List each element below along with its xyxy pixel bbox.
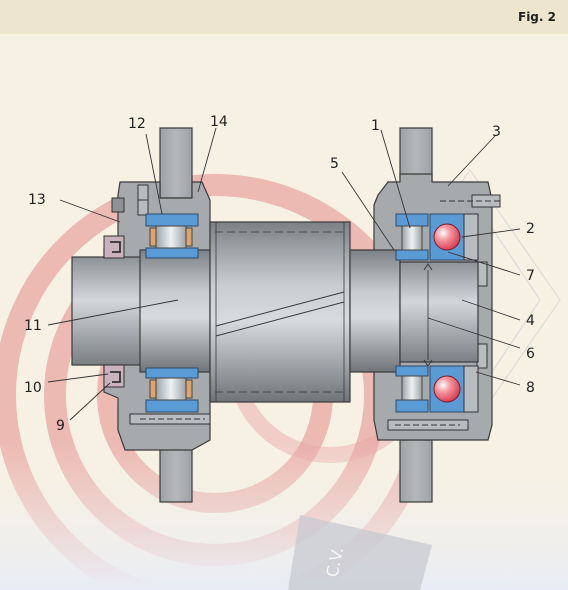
callout-10: 10: [24, 380, 42, 396]
left-roller-bearing: [145, 213, 199, 413]
callout-1: 1: [371, 118, 380, 134]
callout-4: 4: [526, 313, 535, 329]
callout-7: 7: [526, 268, 535, 284]
callout-8: 8: [526, 380, 535, 396]
leader-lines: [47, 127, 521, 421]
callout-14: 14: [210, 114, 228, 130]
figure-label: Fig. 2: [518, 10, 556, 24]
callout-labels: 1 2 3 4 5 6 7 8 9 10 11 12 13 14: [24, 114, 535, 434]
left-seal: [103, 235, 125, 388]
callout-5: 5: [330, 156, 339, 172]
callout-2: 2: [526, 221, 535, 237]
callout-9: 9: [56, 418, 65, 434]
left-bolts: [111, 184, 211, 425]
right-retaining: [423, 213, 479, 413]
right-ball-bearing: [429, 213, 465, 413]
right-roller-bearing: [395, 213, 429, 413]
shaft: [71, 221, 479, 403]
watermark-band: [288, 515, 432, 590]
callout-3: 3: [492, 124, 501, 140]
right-bolts: [387, 194, 501, 431]
callout-6: 6: [526, 346, 535, 362]
callout-12: 12: [128, 116, 146, 132]
callout-11: 11: [24, 318, 42, 334]
figure-header-bar: [0, 0, 568, 34]
bottom-fade: [0, 440, 568, 590]
callout-13: 13: [28, 192, 46, 208]
